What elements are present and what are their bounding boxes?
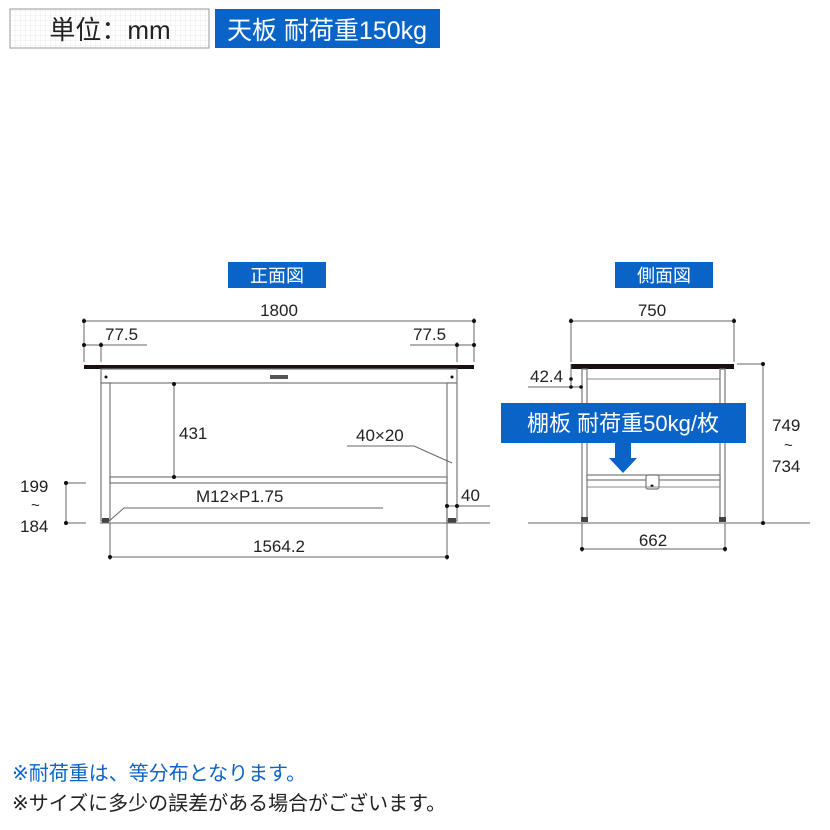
side-top-plate bbox=[571, 364, 734, 369]
shelf-load-label: 棚板 耐荷重50kg/枚 bbox=[527, 411, 719, 436]
leg-offset-right-dim: 77.5 bbox=[413, 325, 446, 344]
height-sep: ~ bbox=[784, 437, 793, 454]
inner-width-dim: 1564.2 bbox=[253, 537, 305, 556]
width-dim: 1800 bbox=[260, 301, 298, 320]
shelf-height-max: 199 bbox=[20, 477, 48, 496]
top-load-badge: 天板 耐荷重150kg bbox=[215, 9, 440, 48]
side-view-title: 側面図 bbox=[637, 266, 691, 286]
side-view: 側面図 750 42.4 749 ~ 734 662 bbox=[501, 262, 810, 552]
height-min: 734 bbox=[772, 457, 800, 476]
inner-depth-dim: 662 bbox=[639, 531, 667, 550]
note-tolerance: ※サイズに多少の誤差がある場合がございます。 bbox=[12, 791, 446, 815]
height-max: 749 bbox=[772, 416, 800, 435]
front-view: 正面図 1800 77.5 77.5 431 40×20 bbox=[20, 262, 490, 560]
adjuster-thread-label: M12×P1.75 bbox=[196, 487, 283, 506]
shelf-bar-height-dim: 40 bbox=[461, 486, 480, 505]
leg-left bbox=[100, 382, 111, 522]
depth-dim: 750 bbox=[638, 301, 666, 320]
leg-section-dim: 40×20 bbox=[356, 426, 404, 445]
top-load-label: 天板 耐荷重150kg bbox=[227, 17, 427, 45]
shelf-load-callout: 棚板 耐荷重50kg/枚 bbox=[501, 403, 746, 473]
apron-shelf-dim: 431 bbox=[179, 424, 207, 443]
leg-offset-left-dim: 77.5 bbox=[105, 325, 138, 344]
front-view-title: 正面図 bbox=[250, 266, 304, 286]
shelf-height-sep: ~ bbox=[31, 497, 40, 514]
side-leg-front bbox=[581, 368, 588, 522]
top-plate bbox=[84, 365, 474, 369]
unit-label: 単位：mm bbox=[49, 15, 170, 45]
unit-badge: 単位：mm bbox=[9, 8, 210, 49]
leg-right bbox=[446, 382, 458, 522]
side-leg-back bbox=[719, 368, 726, 522]
top-thickness-dim: 42.4 bbox=[530, 367, 563, 386]
shelf-height-min: 184 bbox=[20, 517, 48, 536]
shelf-bar bbox=[109, 476, 448, 484]
down-arrow-icon bbox=[609, 443, 637, 473]
note-load: ※耐荷重は、等分布となります。 bbox=[12, 762, 306, 785]
